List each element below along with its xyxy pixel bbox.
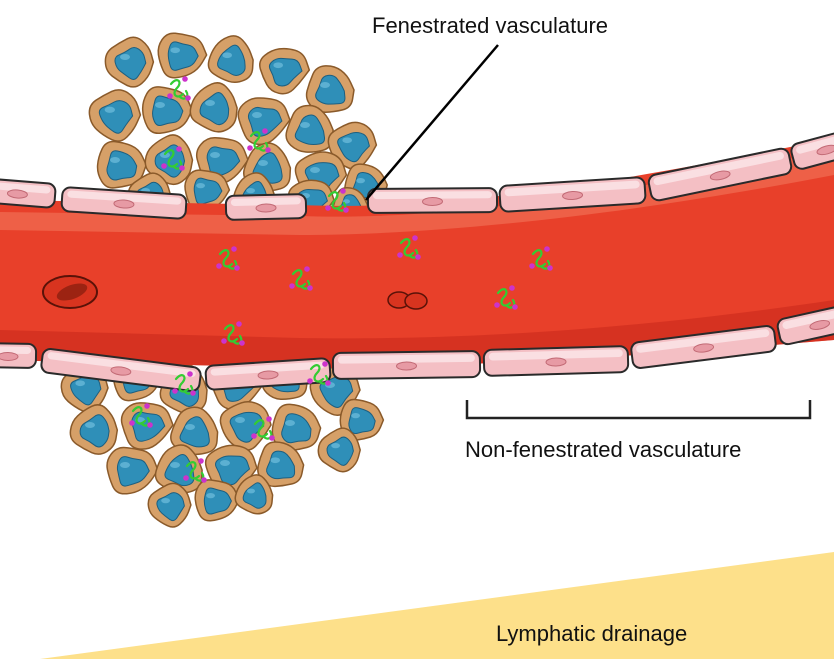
endothelial-cell-icon xyxy=(226,194,307,220)
tumor-cell-icon xyxy=(307,66,354,112)
tumor-cell-icon xyxy=(89,90,140,141)
tumor-cell-icon xyxy=(148,483,191,527)
endothelial-cell-icon xyxy=(0,178,56,208)
tumor-cell-icon xyxy=(107,448,158,494)
tumor-cell-icon xyxy=(190,83,237,132)
endothelial-cell-icon xyxy=(368,188,497,213)
endothelial-cell-icon xyxy=(484,346,629,376)
tumor-cell-icon xyxy=(238,98,290,144)
endothelial-cell-icon xyxy=(333,351,480,379)
red-blood-cell-icon xyxy=(388,292,427,309)
tumor-cell-icon xyxy=(208,36,253,82)
tumor-cell-icon xyxy=(143,87,192,133)
tumor-cell-icon xyxy=(318,428,360,472)
lymphatic-drainage-label: Lymphatic drainage xyxy=(496,621,687,647)
tumor-cell-icon xyxy=(70,405,117,454)
red-blood-cell-icon xyxy=(43,276,97,308)
non-fenestrated-vasculature-label: Non-fenestrated vasculature xyxy=(465,437,741,463)
endothelial-cell-icon xyxy=(0,343,36,368)
tumor-cell-icon xyxy=(158,33,206,78)
non-fenestrated-bracket xyxy=(467,400,810,418)
fenestrated-pointer-line xyxy=(366,45,498,200)
tumor-cell-icon xyxy=(260,49,310,94)
fenestrated-vasculature-label: Fenestrated vasculature xyxy=(372,13,608,39)
lymphatic-drainage-wedge xyxy=(40,552,834,659)
tumor-cell-icon xyxy=(105,37,153,87)
